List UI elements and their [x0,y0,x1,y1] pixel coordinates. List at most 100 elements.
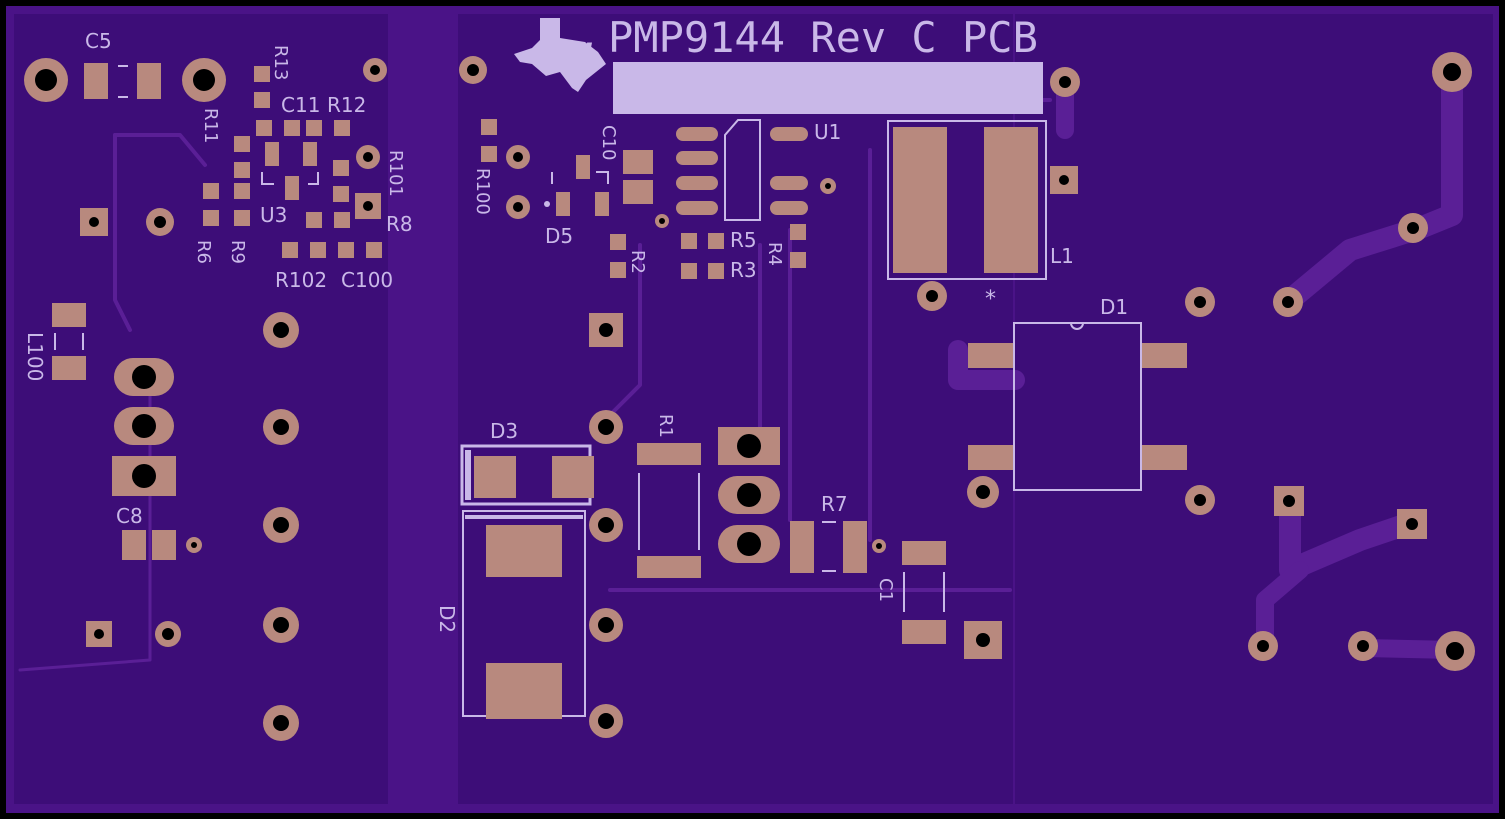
connector-drill [132,414,156,438]
pad-c10-1 [623,150,653,174]
pad-c100-1 [338,242,354,258]
via-drill [599,323,613,337]
pad-d2-2 [486,663,562,719]
pad-r1-2 [637,556,701,578]
label-u1: U1 [814,120,841,144]
right-vias [1185,52,1475,671]
via-drill [94,629,104,639]
pad-r11-1 [234,136,250,152]
label-r3: R3 [730,258,757,282]
d1-notch [1070,322,1084,330]
pad-r13-2 [254,92,270,108]
pad-l1-1 [893,127,947,273]
pad-c1-1 [902,541,946,565]
via-drill [513,152,523,162]
pad-d3-1 [474,456,516,498]
via-drill [467,64,479,76]
via-drill [89,217,99,227]
via-drill [825,183,831,189]
thru-hole-column-2 [589,410,623,738]
l100-outline [54,333,84,350]
r7-outline [822,521,836,572]
pad-r7-2 [843,521,867,573]
pad-r7-1 [790,521,814,573]
via-drill [191,542,197,548]
pad-d5-1 [576,155,590,179]
pad-l100-2 [52,356,86,380]
pad-u3-1 [265,142,279,166]
asterisk-marker: * [985,287,996,312]
pad-r2-2 [610,262,626,278]
pad-r11-2 [234,162,250,178]
via-drill [1059,175,1069,185]
via-drill [876,543,882,549]
r1-outline [638,473,700,550]
connector-drill [737,434,761,458]
label-r100: R100 [472,168,493,215]
pad-d1-1 [968,343,1013,368]
pad-r6-1 [203,183,219,199]
u3-outline [261,172,319,185]
pad-r102-2 [310,242,326,258]
via-drill [513,202,523,212]
pad-c11-2 [284,120,300,136]
pad-r100-1 [481,119,497,135]
label-d5: D5 [545,224,573,248]
pad-l100-1 [52,303,86,327]
connector-drill [737,532,761,556]
ti-logo: ti [514,18,606,92]
via-drill [1059,76,1071,88]
d1-outline [1013,322,1142,491]
label-r2: R2 [627,250,648,274]
pad-x-2 [334,212,350,228]
d5-outline [551,171,609,184]
pad-r1-1 [637,443,701,465]
pad-r4-2 [790,252,806,268]
pad-r102-1 [282,242,298,258]
via-drill [976,633,990,647]
pad-r5-2 [708,233,724,249]
u1-outline [724,119,761,221]
pad-d1-3 [968,445,1013,470]
via-drill [1283,495,1295,507]
via-drill [154,216,166,228]
pad-d1-4 [1142,445,1187,470]
label-d3: D3 [490,419,518,443]
label-l1: L1 [1050,244,1074,268]
pad-c100-2 [366,242,382,258]
pad-c8-2 [152,530,176,560]
pad-d5-3 [595,192,609,216]
c1-outline [903,572,945,612]
label-r1: R1 [655,414,676,438]
pad-c1-2 [902,620,946,644]
silk-label-block [613,62,1043,114]
via-drill [370,65,380,75]
c5-outline [118,65,128,98]
label-r11: R11 [200,108,221,143]
label-r5: R5 [730,228,757,252]
thru-hole-column [263,312,299,741]
d5-pin1-marker [544,201,550,207]
label-d1: D1 [1100,295,1128,319]
pad-r3-1 [681,263,697,279]
pad-u3-3 [285,176,299,200]
pad-r2-1 [610,234,626,250]
label-r7: R7 [821,492,848,516]
label-d2: D2 [435,605,459,633]
label-c8: C8 [116,504,143,528]
label-r8: R8 [386,212,413,236]
copper-pour-right [1015,14,1493,804]
label-r101: R101 [385,150,406,197]
via-drill [976,485,990,499]
label-r13: R13 [270,45,291,80]
board-title: PMP9144 Rev C PCB [608,13,1038,62]
via-drill [363,201,373,211]
via-drill [363,152,373,162]
pad-u3-2 [303,142,317,166]
pad-r4-1 [790,224,806,240]
via-drill [659,218,665,224]
pad-c8-1 [122,530,146,560]
connector-drill [737,483,761,507]
pad-c5-2 [137,63,161,99]
